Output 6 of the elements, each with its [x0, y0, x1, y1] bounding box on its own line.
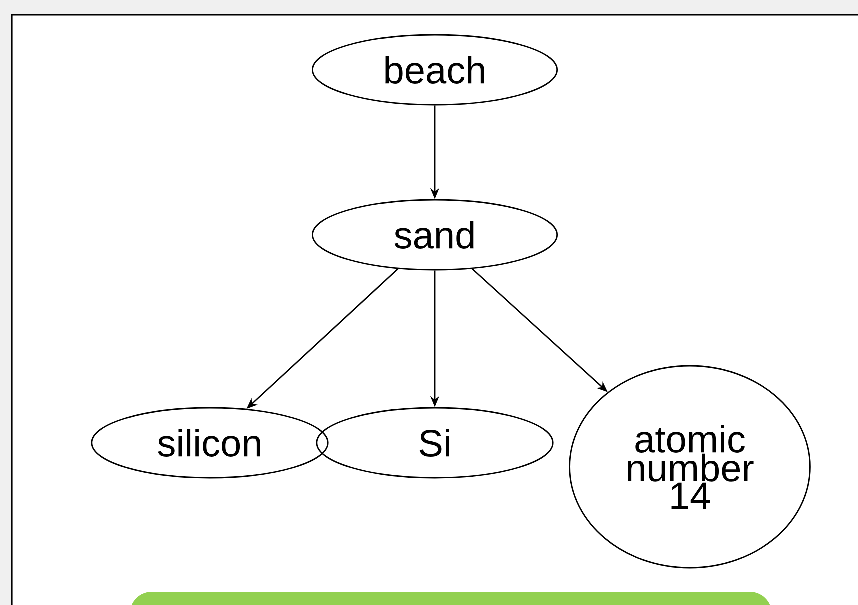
ellipse-node: sand: [312, 199, 558, 271]
banner-box: [130, 592, 772, 605]
ellipse-node: beach: [312, 34, 558, 106]
ellipse-node: Si: [316, 407, 554, 479]
ellipse-node: silicon: [91, 407, 329, 479]
ellipse-node: atomic number 14: [569, 365, 811, 569]
